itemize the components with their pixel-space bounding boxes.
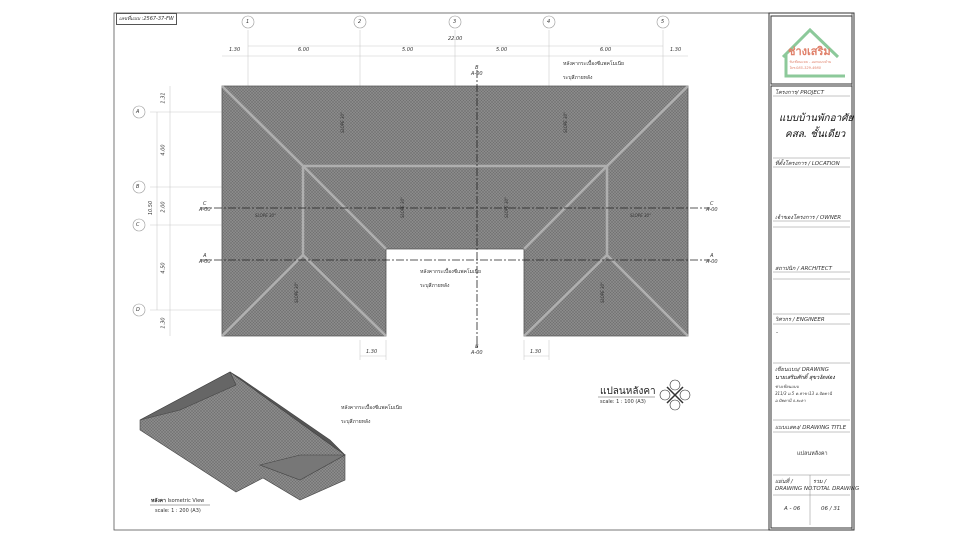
grid-col-label: 2 — [358, 19, 362, 25]
dimension: 5.00 — [402, 47, 414, 53]
grid-col-label: 1 — [246, 19, 250, 25]
drawing-label: เขียนแบบ/ DRAWING — [775, 367, 829, 373]
owner-label: เจ้าของโครงการ / OWNER — [775, 215, 842, 221]
slope-label: SLOPE 30° — [600, 281, 606, 304]
iso-title: หลังคา Isometric View — [151, 498, 205, 504]
slope-label: SLOPE 30° — [255, 213, 277, 218]
dimension: 6.00 — [298, 47, 310, 53]
project-label: โครงการ/ PROJECT — [775, 90, 825, 96]
slope-label: SLOPE 30° — [504, 196, 510, 219]
slope-label: SLOPE 30° — [563, 111, 569, 134]
grid-row-label: B — [136, 184, 140, 190]
architect-label: สถาปนิก / ARCHITECT — [775, 266, 832, 272]
sheet-code: เลขที่แบบ :2567-37-FW — [116, 13, 177, 25]
dimension: 6.00 — [600, 47, 612, 53]
engineer-label: วิศวกร / ENGINEER — [775, 317, 825, 323]
project-name-1: แบบบ้านพักอาศัย — [779, 113, 854, 124]
dimension: 2.00 — [160, 201, 167, 213]
logo-sub: รับเขียนแบบ - ออกแบบบ้าน — [789, 60, 831, 64]
engineer-value: - — [776, 330, 778, 336]
dimension: 10.50 — [148, 200, 155, 216]
dimension: 1.30 — [366, 349, 378, 355]
dimension: 1.30 — [530, 349, 542, 355]
dimension: 5.00 — [496, 47, 508, 53]
dimension: 1.30 — [670, 47, 682, 53]
logo-house-icon — [781, 27, 845, 78]
grid-col-label: 5 — [661, 19, 665, 25]
grid-row-label: A — [136, 109, 140, 115]
grid-row-label: C — [136, 222, 140, 228]
roof-note-center: หลังคากระเบื้องซีแพคโมเนียระบุสีภายหลัง — [420, 269, 481, 289]
slope-label: SLOPE 30° — [630, 213, 652, 218]
dimension: 1.30 — [160, 317, 167, 329]
drawer-line: 311/3 ม.5 ต.สาขา13 อ.ปัตตานี — [775, 391, 832, 396]
dimension: 4.00 — [160, 144, 167, 156]
compass-icon — [659, 379, 691, 411]
slope-label: SLOPE 30° — [294, 281, 300, 304]
roof-note-top: หลังคากระเบื้องซีแพคโมเนียระบุสีภายหลัง — [563, 61, 624, 81]
slope-label: SLOPE 30° — [400, 196, 406, 219]
logo-tel: โทร.085-329-4980 — [789, 66, 821, 70]
logo-name: ช่างเสริม — [788, 45, 831, 58]
dimension: 4.50 — [160, 262, 167, 274]
dimension: 1.30 — [229, 47, 241, 53]
project-name-2: คสล. ชั้นเดียว — [785, 129, 846, 140]
drawer-name: นายเสริมศักดิ์ สุขวงัดส่อง — [775, 375, 835, 381]
total-drawing-value: 06 / 31 — [821, 506, 841, 512]
roof-plan — [221, 85, 689, 337]
total-drawing-label: รวม /TOTAL DRAWING — [813, 479, 860, 492]
drawing-title-value: แปลนหลังคา — [797, 451, 828, 457]
grid-col-label: 3 — [453, 19, 457, 25]
drawing-no-value: A - 06 — [784, 506, 801, 512]
drawer-line: ช่างเขียนแบบ — [775, 384, 799, 389]
isometric-roof-view — [139, 371, 347, 501]
iso-scale: scale: 1 : 200 (A3) — [155, 508, 201, 514]
grid-col-label: 4 — [547, 19, 551, 25]
roof-note-iso: หลังคากระเบื้องซีแพคโมเนียระบุสีภายหลัง — [341, 405, 402, 425]
dimension: 1.31 — [160, 92, 167, 104]
drawer-line: อ.ปัตตานี จ.ยะลา — [775, 398, 806, 403]
drawing-no-label: แผ่นที่ /DRAWING NO. — [775, 479, 814, 492]
slope-label: SLOPE 30° — [340, 111, 346, 134]
plan-scale: scale: 1 : 100 (A3) — [600, 399, 646, 405]
drawing-title-label: แบบแสดง/ DRAWING TITLE — [775, 425, 847, 431]
location-label: ที่ตั้งโครงการ / LOCATION — [775, 161, 840, 167]
grid-row-label: D — [136, 307, 140, 313]
plan-title: แปลนหลังคา — [600, 386, 656, 397]
dimension: 22.00 — [448, 36, 463, 42]
